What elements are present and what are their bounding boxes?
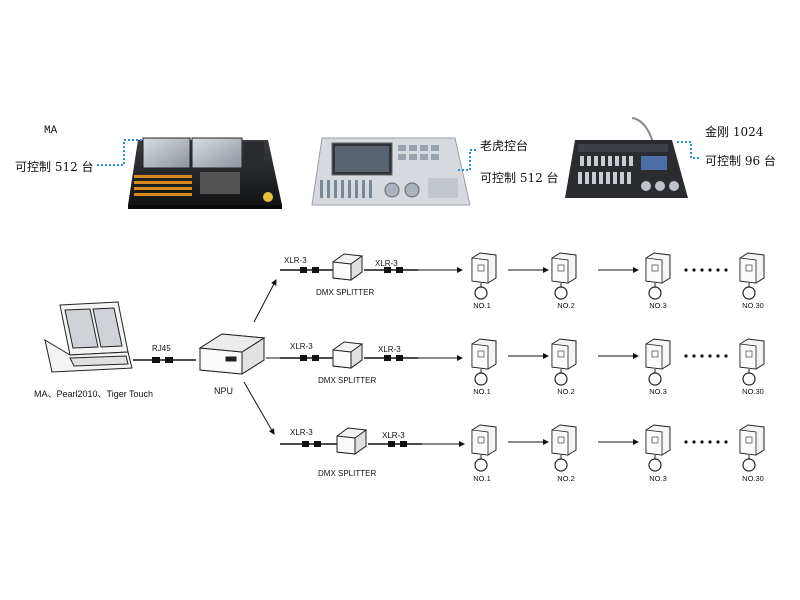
tiger-console-name: 老虎控台 [480,139,529,153]
fixture-label: NO.1 [473,387,491,396]
arrow-npu-branch-3 [243,381,275,435]
arrow-npu-branch-1 [253,279,277,323]
moving-head-fixture-icon [645,424,671,472]
tiger-console-capacity: 可控制 512 台 [480,171,559,185]
branch-2-xlr-out-label: XLR-3 [378,345,401,354]
moving-head-fixture-icon [739,424,765,472]
tiger-console-image [311,137,471,206]
fixture-label: NO.2 [557,301,575,310]
branch-1-xlr-in-label: XLR-3 [284,256,307,265]
branch-3-xlr-in-label: XLR-3 [290,428,313,437]
fixture-label: NO.30 [742,301,764,310]
moving-head-fixture-icon [645,252,671,300]
fixture-label: NO.3 [649,474,667,483]
branch-1-graphics [280,253,463,281]
ma-leader-line [97,139,142,166]
npu-label: NPU [214,386,234,396]
fixture-label: NO.3 [649,301,667,310]
fixture-chain-links [508,267,639,445]
branch-2-splitter-label: DMX SPLITTER [318,376,377,385]
moving-head-fixture-icon [551,252,577,300]
ma-console-name: MA [44,125,58,137]
branch-1-splitter-label: DMX SPLITTER [316,288,375,297]
moving-head-fixture-icon [471,424,497,472]
branch-3-splitter-label: DMX SPLITTER [318,469,377,478]
fixtures-group [471,252,765,472]
jingang-console-image [565,117,688,198]
moving-head-fixture-icon [645,338,671,386]
fixture-label: NO.30 [742,387,764,396]
moving-head-fixture-icon [471,252,497,300]
moving-head-fixture-icon [739,338,765,386]
rj45-label: RJ45 [152,344,171,353]
branch-3-graphics [280,427,465,455]
fixture-chain-ellipsis [684,268,728,444]
laptop-console-label: MA、Pearl2010、Tiger Touch [34,389,154,399]
moving-head-fixture-icon [471,338,497,386]
moving-head-fixture-icon [551,424,577,472]
fixture-label: NO.1 [473,301,491,310]
ma-console-image [128,137,282,209]
fixture-label: NO.30 [742,474,764,483]
laptop-console-image [44,301,133,373]
fixture-label: NO.1 [473,474,491,483]
jingang-leader-line [677,141,700,159]
jingang-console-capacity: 可控制 96 台 [705,154,776,168]
fixture-label: NO.2 [557,387,575,396]
branch-3-xlr-out-label: XLR-3 [382,431,405,440]
fixture-label: NO.3 [649,387,667,396]
fixture-label: NO.2 [557,474,575,483]
rj45-connector-icon [152,357,160,363]
branch-2-graphics [280,341,463,369]
rj45-connector-icon [165,357,173,363]
jingang-console-name: 金刚 1024 [705,125,764,139]
moving-head-fixture-icon [551,338,577,386]
branch-2-xlr-in-label: XLR-3 [290,342,313,351]
npu-device-image [198,333,266,375]
tiger-leader-line [458,149,478,171]
ma-console-capacity: 可控制 512 台 [15,160,94,174]
branch-1-xlr-out-label: XLR-3 [375,259,398,268]
moving-head-fixture-icon [739,252,765,300]
